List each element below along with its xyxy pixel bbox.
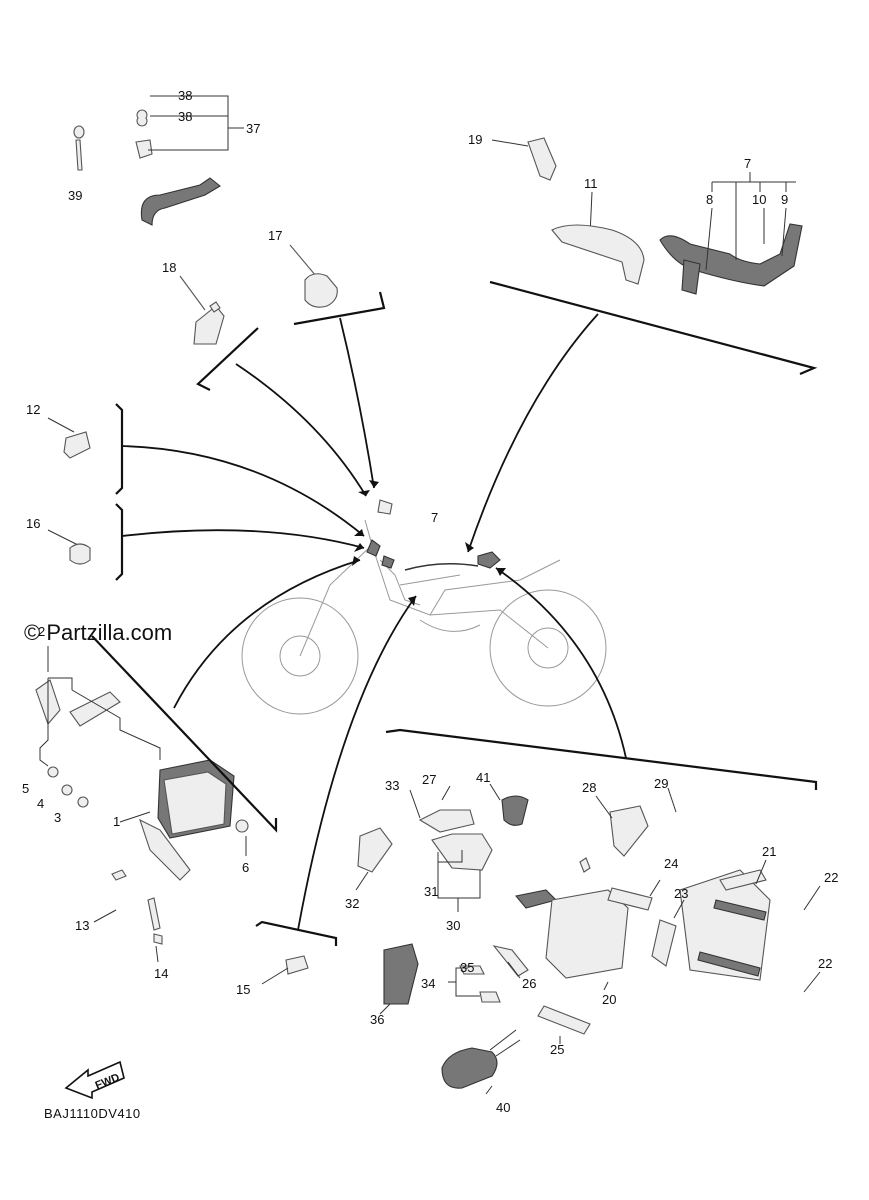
callout-9: 9 xyxy=(781,192,788,207)
group-1-6-battery-assembly xyxy=(35,646,249,963)
callout-8: 8 xyxy=(706,192,713,207)
callout-38-lower: 38 xyxy=(178,109,192,124)
callout-23: 23 xyxy=(674,886,688,901)
callout-39: 39 xyxy=(68,188,82,203)
group-37-hose-assembly xyxy=(73,95,244,226)
callout-2: 2 xyxy=(38,624,45,639)
callout-17: 17 xyxy=(268,228,282,243)
callout-6: 6 xyxy=(242,860,249,875)
callout-32: 32 xyxy=(345,896,359,911)
callout-21: 21 xyxy=(762,844,776,859)
callout-18: 18 xyxy=(162,260,176,275)
callout-16: 16 xyxy=(26,516,40,531)
callout-19: 19 xyxy=(468,132,482,147)
diagram-code: BAJ1110DV410 xyxy=(44,1106,141,1121)
callout-31: 31 xyxy=(424,884,438,899)
callout-35: 35 xyxy=(460,960,474,975)
callout-14: 14 xyxy=(154,966,168,981)
callout-5: 5 xyxy=(22,781,29,796)
callout-29: 29 xyxy=(654,776,668,791)
callout-3: 3 xyxy=(54,810,61,825)
callout-11: 11 xyxy=(584,176,598,191)
callout-30: 30 xyxy=(446,918,460,933)
callout-26: 26 xyxy=(522,976,536,991)
callout-7-top: 7 xyxy=(744,156,751,171)
callout-10: 10 xyxy=(752,192,766,207)
callout-36: 36 xyxy=(370,1012,384,1027)
group-15-clamp xyxy=(261,955,309,985)
callout-27: 27 xyxy=(422,772,436,787)
callout-25: 25 xyxy=(550,1042,564,1057)
callout-22-lower: 22 xyxy=(818,956,832,971)
callout-labels: 1 2 3 4 5 6 7 7 8 9 10 11 12 13 14 15 16… xyxy=(22,88,838,1115)
callout-28: 28 xyxy=(582,780,596,795)
callout-20: 20 xyxy=(602,992,616,1007)
callout-38-upper: 38 xyxy=(178,88,192,103)
motorcycle-silhouette xyxy=(241,499,607,715)
callout-24: 24 xyxy=(664,856,678,871)
group-17-18-relays xyxy=(179,244,338,345)
fwd-direction-arrow: FWD xyxy=(64,1060,125,1100)
group-leader-arrows xyxy=(121,313,627,931)
callout-37: 37 xyxy=(246,121,260,136)
group-12-16-sensors xyxy=(47,417,91,565)
callout-15: 15 xyxy=(236,982,250,997)
callout-12: 12 xyxy=(26,402,40,417)
callout-41: 41 xyxy=(476,770,490,785)
callout-13: 13 xyxy=(75,918,89,933)
callout-33: 33 xyxy=(385,778,399,793)
group-20-41-electrical-components xyxy=(355,783,821,1095)
group-7-main-harness xyxy=(491,137,803,295)
callout-34: 34 xyxy=(421,976,435,991)
callout-4: 4 xyxy=(37,796,44,811)
callout-40: 40 xyxy=(496,1100,510,1115)
watermark-text: © Partzilla.com xyxy=(24,620,172,645)
callout-22-upper: 22 xyxy=(824,870,838,885)
group-brackets xyxy=(91,280,818,946)
callout-7-center: 7 xyxy=(431,510,438,525)
callout-1: 1 xyxy=(113,814,120,829)
